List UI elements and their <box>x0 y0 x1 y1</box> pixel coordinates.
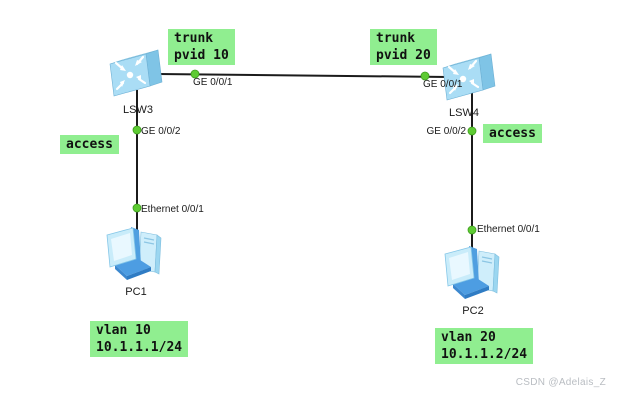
annotation-vlan10-ip[interactable]: vlan 10 10.1.1.1/24 <box>90 321 189 357</box>
port-label-pc2-eth001: Ethernet 0/0/1 <box>477 224 540 235</box>
port-dot-pc2-eth001 <box>467 225 477 235</box>
annotation-line: pvid 20 <box>376 48 431 63</box>
switch-icon-lsw4[interactable] <box>441 50 497 104</box>
annotation-access-left[interactable]: access <box>60 135 119 154</box>
link-trunk-lsw3-lsw4[interactable] <box>157 73 449 78</box>
device-label-pc2: PC2 <box>462 305 484 317</box>
annotation-line: 10.1.1.2/24 <box>441 347 528 362</box>
port-label-pc1-eth001: Ethernet 0/0/1 <box>141 204 204 215</box>
csdn-watermark: CSDN @Adelais_Z <box>515 377 606 388</box>
port-label-lsw3-ge002: GE 0/0/2 <box>141 126 181 137</box>
pc-icon-pc1[interactable] <box>103 225 167 285</box>
device-label-lsw3: LSW3 <box>123 104 153 116</box>
annotation-line: trunk <box>174 31 214 46</box>
port-dot-lsw4-ge001 <box>420 71 430 81</box>
device-label-lsw4: LSW4 <box>449 107 479 119</box>
switch-body <box>442 53 496 101</box>
port-label-lsw4-ge002: GE 0/0/2 <box>426 126 466 137</box>
pc-body <box>444 246 500 299</box>
pc-icon-pc2[interactable] <box>441 244 505 304</box>
annotation-line: trunk <box>376 31 416 46</box>
annotation-line: vlan 20 <box>441 330 496 345</box>
annotation-line: vlan 10 <box>96 323 151 338</box>
annotation-line: pvid 10 <box>174 48 229 63</box>
port-label-lsw3-ge001: GE 0/0/1 <box>193 77 233 88</box>
port-label-lsw4-ge001: GE 0/0/1 <box>423 79 463 90</box>
port-dot-pc1-eth001 <box>132 203 142 213</box>
annotation-access-right[interactable]: access <box>483 124 542 143</box>
pc-body <box>106 227 162 280</box>
switch-body <box>109 49 163 97</box>
annotation-trunk-pvid20[interactable]: trunk pvid 20 <box>370 29 437 65</box>
annotation-line: access <box>66 137 113 152</box>
port-dot-lsw4-ge002 <box>467 126 477 136</box>
port-dot-lsw3-ge001 <box>190 69 200 79</box>
annotation-line: 10.1.1.1/24 <box>96 340 183 355</box>
device-label-pc1: PC1 <box>125 286 147 298</box>
annotation-vlan20-ip[interactable]: vlan 20 10.1.1.2/24 <box>435 328 534 364</box>
port-dot-lsw3-ge002 <box>132 125 142 135</box>
switch-icon-lsw3[interactable] <box>108 46 164 100</box>
annotation-trunk-pvid10[interactable]: trunk pvid 10 <box>168 29 235 65</box>
annotation-line: access <box>489 126 536 141</box>
